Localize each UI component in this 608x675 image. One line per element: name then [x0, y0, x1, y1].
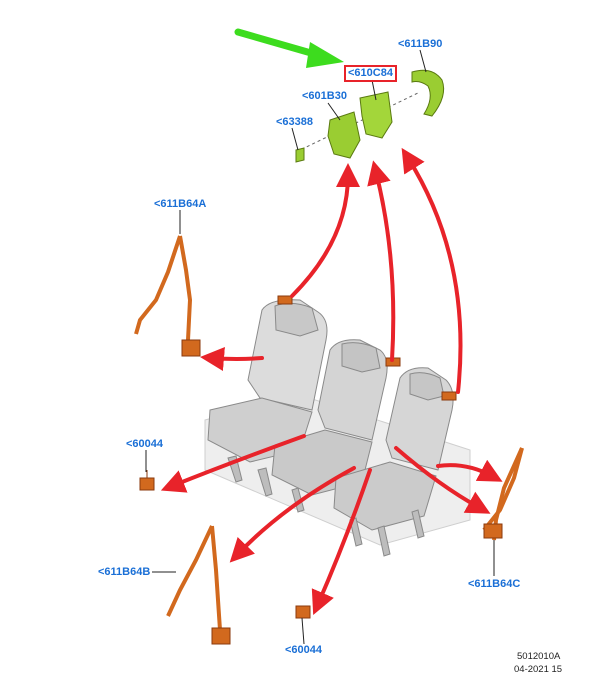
arrow-to-buckle-lower — [311, 468, 372, 615]
label-cover-right[interactable]: <611B90 — [398, 38, 443, 50]
green-pointer-arrow — [234, 28, 344, 68]
buckle-upper-part — [139, 470, 155, 491]
label-belt-center[interactable]: <611B64B — [98, 566, 151, 578]
belt-left-outboard-part — [134, 235, 201, 357]
label-bracket-center[interactable]: <610C84 — [344, 65, 397, 82]
label-buckle-lower[interactable]: <60044 — [285, 644, 323, 656]
diagram-date: 04-2021 15 — [514, 664, 563, 675]
label-screw[interactable]: <63388 — [276, 116, 314, 128]
label-bracket-left[interactable]: <601B30 — [302, 90, 347, 102]
belt-center-part — [166, 525, 231, 645]
arrow-to-bracket-center — [367, 160, 396, 362]
arrow-to-belt-right-a — [394, 446, 491, 514]
label-belt-left-outboard[interactable]: <611B64A — [154, 198, 207, 210]
leader-lines — [145, 49, 495, 645]
screw-part — [295, 147, 305, 163]
arrow-to-belt-right-b — [436, 459, 503, 482]
bracket-center-part — [359, 91, 393, 139]
right-seat-cushion — [333, 461, 437, 531]
bracket-left-part — [327, 111, 361, 159]
buckle-lower-part — [295, 605, 311, 619]
bracket-components — [295, 69, 445, 163]
belt-right-outboard-part — [482, 447, 524, 541]
cover-right-part — [411, 69, 445, 117]
label-belt-right-outboard[interactable]: <611B64C — [468, 578, 521, 590]
arrow-to-cover-right — [401, 147, 463, 394]
diagram-code: 5012010A — [517, 651, 561, 662]
arrow-to-belt-left — [200, 347, 264, 371]
arrow-to-bracket-left — [290, 163, 360, 298]
label-buckle-upper[interactable]: <60044 — [126, 438, 164, 450]
rear-seat-assembly — [204, 295, 471, 557]
arrow-to-belt-center — [229, 466, 356, 563]
callout-arrows — [160, 147, 503, 615]
arrow-to-buckle-upper — [160, 434, 306, 493]
